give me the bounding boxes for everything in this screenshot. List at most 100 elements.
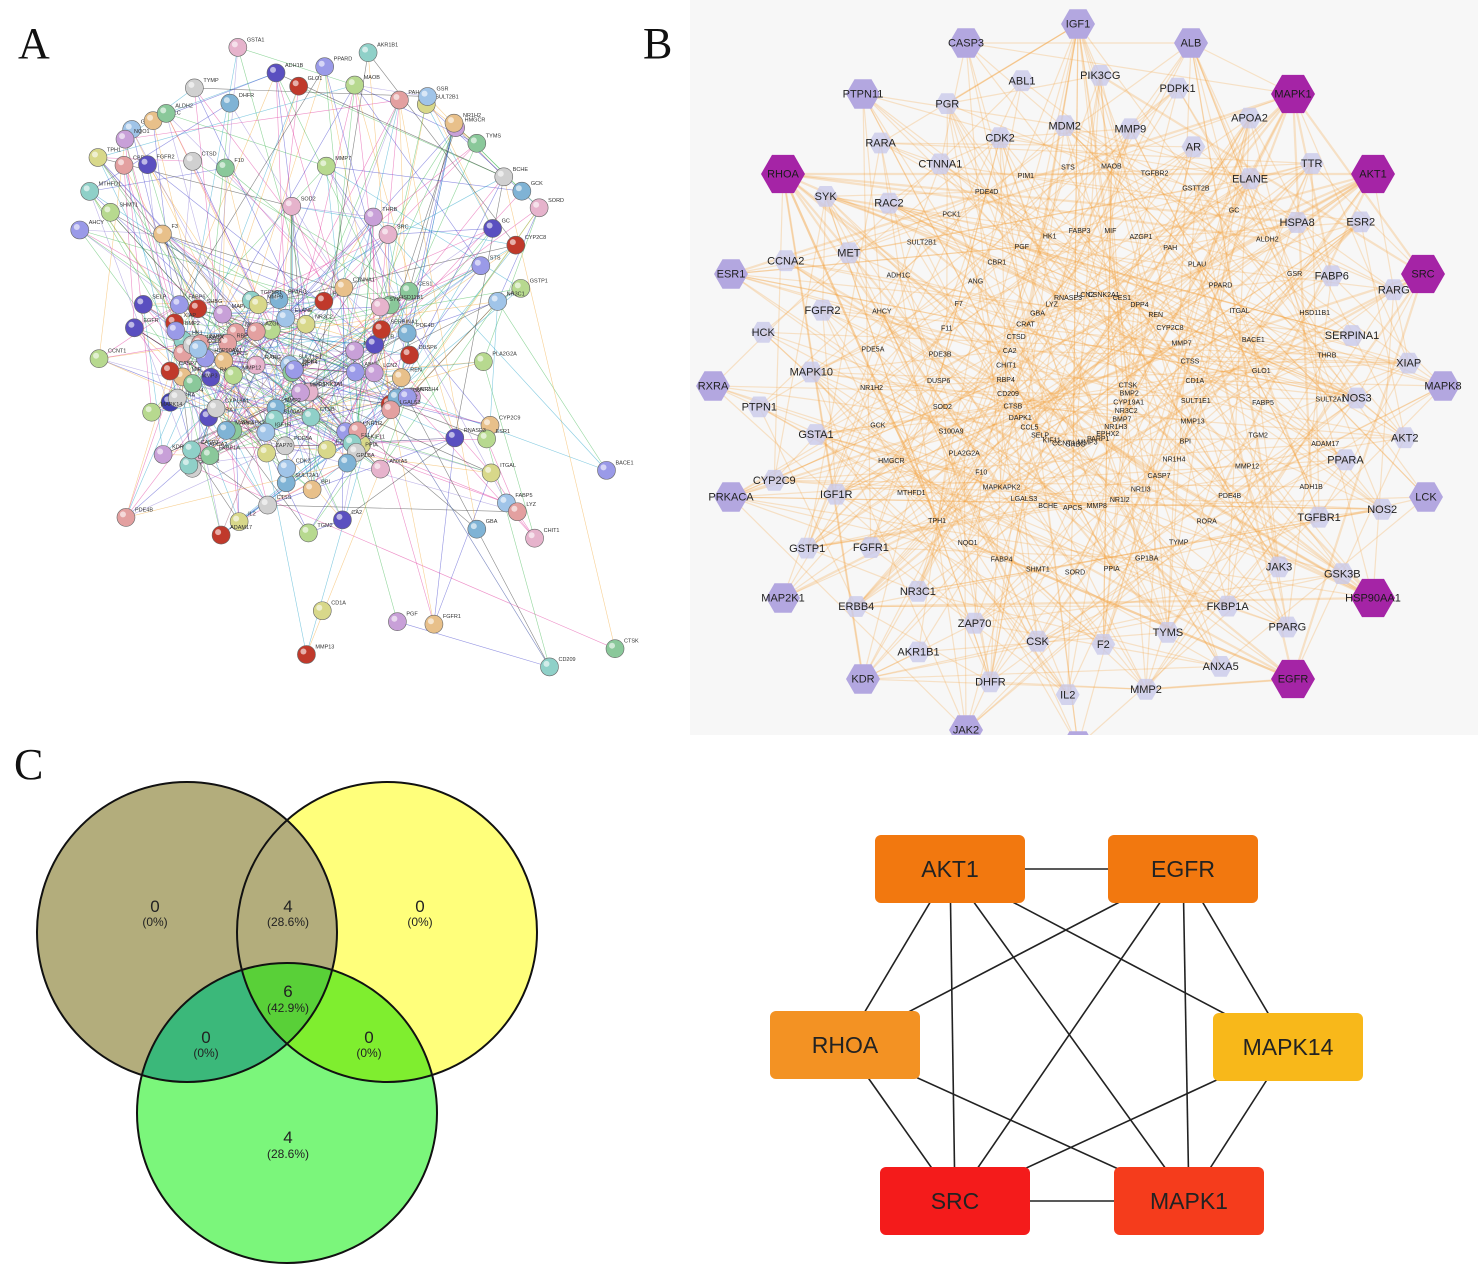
string-node-esr1: ESR1 xyxy=(477,429,510,449)
ppi-node-mapk10: MAPK10 xyxy=(790,361,833,383)
svg-text:FABP6: FABP6 xyxy=(188,295,205,301)
ppi-node-fgfr2: FGFR2 xyxy=(804,299,841,321)
venn-pct-ab: (28.6%) xyxy=(267,915,309,929)
ppi-node-fabp6: FABP6 xyxy=(1315,265,1349,287)
svg-text:KIF11: KIF11 xyxy=(371,435,385,441)
ppi-node-ctsk: CTSK xyxy=(1119,382,1138,389)
ppi-node-nr1h3: NR1H3 xyxy=(1104,424,1127,431)
svg-text:FABP5: FABP5 xyxy=(515,493,532,499)
string-node-fgfr1: FGFR1 xyxy=(424,614,461,634)
string-node-lcn2: LCN2 xyxy=(364,363,397,383)
ppi-node-pck1: PCK1 xyxy=(942,212,960,219)
svg-text:ANG: ANG xyxy=(968,279,983,286)
ppi-node-alb: ALB xyxy=(1174,28,1208,58)
venn-diagram-svg: 0 (0%) 4 (28.6%) 0 (0%) 6 (42.9%) 0 (0%)… xyxy=(36,781,538,1264)
ppi-node-shbg: SHBG xyxy=(1066,441,1086,448)
ppi-node-akt1: AKT1 xyxy=(1351,154,1395,194)
svg-text:NOS2: NOS2 xyxy=(1367,504,1397,516)
string-node-cdk2: CDK2 xyxy=(277,458,310,478)
ppi-node-gsk3b: GSK3B xyxy=(1324,563,1361,584)
ppi-node-hspa8: HSPA8 xyxy=(1280,212,1315,233)
svg-text:MMP3: MMP3 xyxy=(1077,440,1097,447)
svg-text:AZGP1: AZGP1 xyxy=(265,322,283,328)
string-node-dhfr: DHFR xyxy=(220,93,254,113)
string-node-tymp: TYMP xyxy=(185,78,219,98)
svg-text:PRKACA: PRKACA xyxy=(708,492,754,504)
svg-text:CTNNA1: CTNNA1 xyxy=(353,278,375,284)
venn-pct-ac: (0%) xyxy=(193,1046,218,1060)
svg-text:PDE5A: PDE5A xyxy=(861,346,884,353)
string-node-mapk1: MAPK1 xyxy=(213,304,251,324)
string-node-rnase3: RNASE3 xyxy=(445,428,486,448)
string-node-pla2g2a: PLA2G2A xyxy=(474,352,517,371)
string-node-ctsb: CTSB xyxy=(301,407,335,427)
svg-text:PPARG: PPARG xyxy=(1269,622,1307,634)
svg-text:RXRA: RXRA xyxy=(218,407,234,413)
svg-text:HSP90AA1: HSP90AA1 xyxy=(1345,593,1401,605)
svg-text:PCK1: PCK1 xyxy=(942,212,960,219)
string-node-il2: IL2 xyxy=(229,512,256,531)
svg-text:SULT2B1: SULT2B1 xyxy=(907,240,937,247)
hub-node-mapk1: MAPK1 xyxy=(1114,1167,1264,1235)
string-node-gstp1: GSTP1 xyxy=(511,278,548,298)
ppi-node-pde5a: PDE5A xyxy=(861,346,884,353)
svg-text:SORD: SORD xyxy=(1065,569,1085,576)
svg-text:NR1I3: NR1I3 xyxy=(1131,487,1151,494)
svg-text:STS: STS xyxy=(490,256,501,262)
svg-text:NR3C1: NR3C1 xyxy=(900,586,936,598)
svg-text:SERPINA1: SERPINA1 xyxy=(391,320,418,326)
ppi-node-tgfbr2: TGFBR2 xyxy=(1141,171,1169,178)
ppi-node-kdr: KDR xyxy=(846,664,880,694)
string-node-itgal: ITGAL xyxy=(481,463,516,483)
ppi-node-tph1: TPH1 xyxy=(928,518,946,525)
string-node-mmp7: MMP7 xyxy=(316,156,351,176)
svg-text:MMP2: MMP2 xyxy=(1130,684,1162,696)
svg-text:MMP8: MMP8 xyxy=(309,382,325,388)
ppi-node-ang: ANG xyxy=(968,279,983,286)
svg-text:MAPK1: MAPK1 xyxy=(232,304,251,310)
ppi-node-tyms: TYMS xyxy=(1153,622,1183,643)
svg-text:MMP13: MMP13 xyxy=(1181,418,1205,425)
ppi-node-lck: LCK xyxy=(1409,482,1443,512)
ppi-node-ppard: PPARD xyxy=(1209,283,1233,290)
ppi-node-nr3c1: NR3C1 xyxy=(900,580,936,602)
svg-text:NR1I2: NR1I2 xyxy=(367,421,383,427)
string-node-mthfd1: MTHFD1 xyxy=(80,181,121,201)
svg-text:DAPK1: DAPK1 xyxy=(1009,415,1032,422)
svg-text:MMP2: MMP2 xyxy=(285,398,301,404)
svg-text:EGFR: EGFR xyxy=(1151,856,1215,882)
string-node-syk: SYK xyxy=(370,297,401,317)
string-node-elane: ELANE xyxy=(276,308,313,328)
svg-text:BPI: BPI xyxy=(321,480,330,486)
ppi-node-xiap: XIAP xyxy=(1396,352,1421,374)
ppi-node-pim1: PIM1 xyxy=(1018,173,1034,180)
svg-text:GP1BA: GP1BA xyxy=(356,453,375,459)
svg-text:REN: REN xyxy=(410,368,422,374)
svg-text:MTHFD1: MTHFD1 xyxy=(99,181,121,187)
svg-text:HK1: HK1 xyxy=(1043,233,1057,240)
svg-text:SYK: SYK xyxy=(389,297,400,303)
string-node-akr1b1: AKR1B1 xyxy=(358,43,398,62)
svg-text:XIAP: XIAP xyxy=(1396,358,1421,370)
string-node-bmp2: BMP2 xyxy=(166,321,200,341)
string-node-fgfr2: FGFR2 xyxy=(138,155,175,175)
svg-text:HSP90AA1: HSP90AA1 xyxy=(214,348,242,354)
string-node-gp1ba: GP1BA xyxy=(337,453,375,473)
svg-text:PGF: PGF xyxy=(1015,244,1029,251)
svg-text:CASP7: CASP7 xyxy=(1148,473,1171,480)
svg-text:CD1A: CD1A xyxy=(1186,378,1205,385)
ppi-node-anxa5: ANXA5 xyxy=(1203,656,1239,677)
svg-text:REN: REN xyxy=(1148,312,1163,319)
svg-text:NR3C1: NR3C1 xyxy=(507,291,525,297)
ppi-node-ccna2: CCNA2 xyxy=(767,250,804,272)
svg-text:CASP3: CASP3 xyxy=(948,38,984,50)
svg-text:HMGCR: HMGCR xyxy=(878,458,904,465)
ppi-node-pde4d: PDE4D xyxy=(975,189,998,196)
svg-text:F7: F7 xyxy=(336,440,342,446)
svg-text:PLA2G2A: PLA2G2A xyxy=(492,352,517,358)
ppi-node-sod2: SOD2 xyxy=(933,404,952,411)
string-node-f7: F7 xyxy=(317,440,342,459)
ppi-node-nr3c2: NR3C2 xyxy=(1115,408,1138,415)
